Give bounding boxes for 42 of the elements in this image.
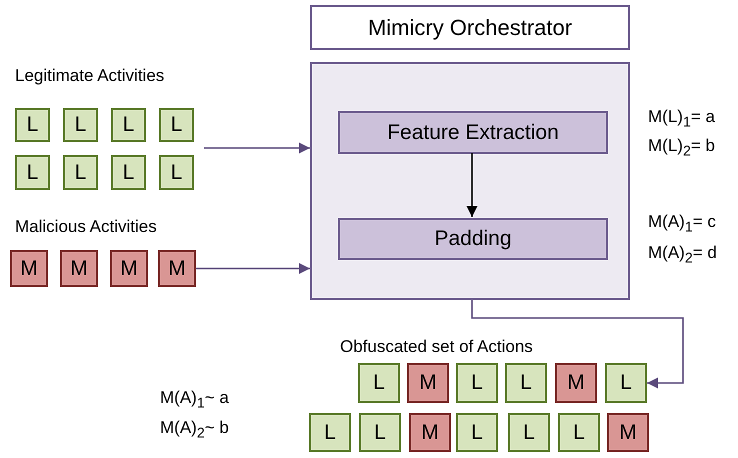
- activity-tile: L: [159, 108, 194, 142]
- activity-tile: L: [358, 363, 400, 403]
- group-label: Malicious Activities: [15, 217, 157, 237]
- activity-tile: M: [555, 363, 597, 403]
- activity-tile: L: [159, 155, 194, 190]
- activity-tile: M: [110, 250, 148, 287]
- arrow: [196, 262, 310, 274]
- activity-tile: L: [309, 413, 351, 452]
- activity-tile: M: [158, 250, 196, 287]
- activity-tile: L: [15, 108, 50, 142]
- activity-tile: L: [63, 108, 98, 142]
- activity-tile: L: [505, 363, 547, 403]
- activity-tile: M: [60, 250, 98, 287]
- activity-tile: L: [508, 413, 550, 452]
- measure-label: M(A)$_{1}$~ a: [160, 388, 229, 412]
- measure-label: M(L)$_{2}$= b: [648, 136, 715, 160]
- measure-label: M(A)$_{1}$= c: [648, 212, 716, 236]
- orchestrator-panel: [310, 62, 630, 300]
- arrow: [466, 153, 478, 217]
- activity-tile: L: [359, 413, 401, 452]
- activity-tile: L: [456, 363, 498, 403]
- activity-tile: L: [111, 155, 146, 190]
- activity-tile: L: [456, 413, 498, 452]
- group-label: Obfuscated set of Actions: [340, 337, 533, 357]
- process-box: Padding: [338, 218, 608, 260]
- activity-tile: L: [558, 413, 600, 452]
- process-box: Feature Extraction: [338, 111, 608, 154]
- activity-tile: M: [407, 363, 449, 403]
- measure-label: M(L)$_{1}$= a: [648, 107, 715, 130]
- activity-tile: M: [10, 250, 48, 287]
- group-label: Legitimate Activities: [15, 66, 164, 86]
- activity-tile: L: [63, 155, 98, 190]
- activity-tile: L: [15, 155, 50, 190]
- activity-tile: L: [605, 363, 647, 403]
- activity-tile: M: [409, 413, 451, 452]
- activity-tile: M: [607, 413, 649, 452]
- activity-tile: L: [111, 108, 146, 142]
- measure-label: M(A)$_{2}$= d: [648, 243, 717, 266]
- measure-label: M(A)$_{2}$~ b: [160, 418, 229, 442]
- arrow: [471, 300, 684, 389]
- title-box: Mimicry Orchestrator: [310, 5, 630, 50]
- arrow: [204, 142, 310, 154]
